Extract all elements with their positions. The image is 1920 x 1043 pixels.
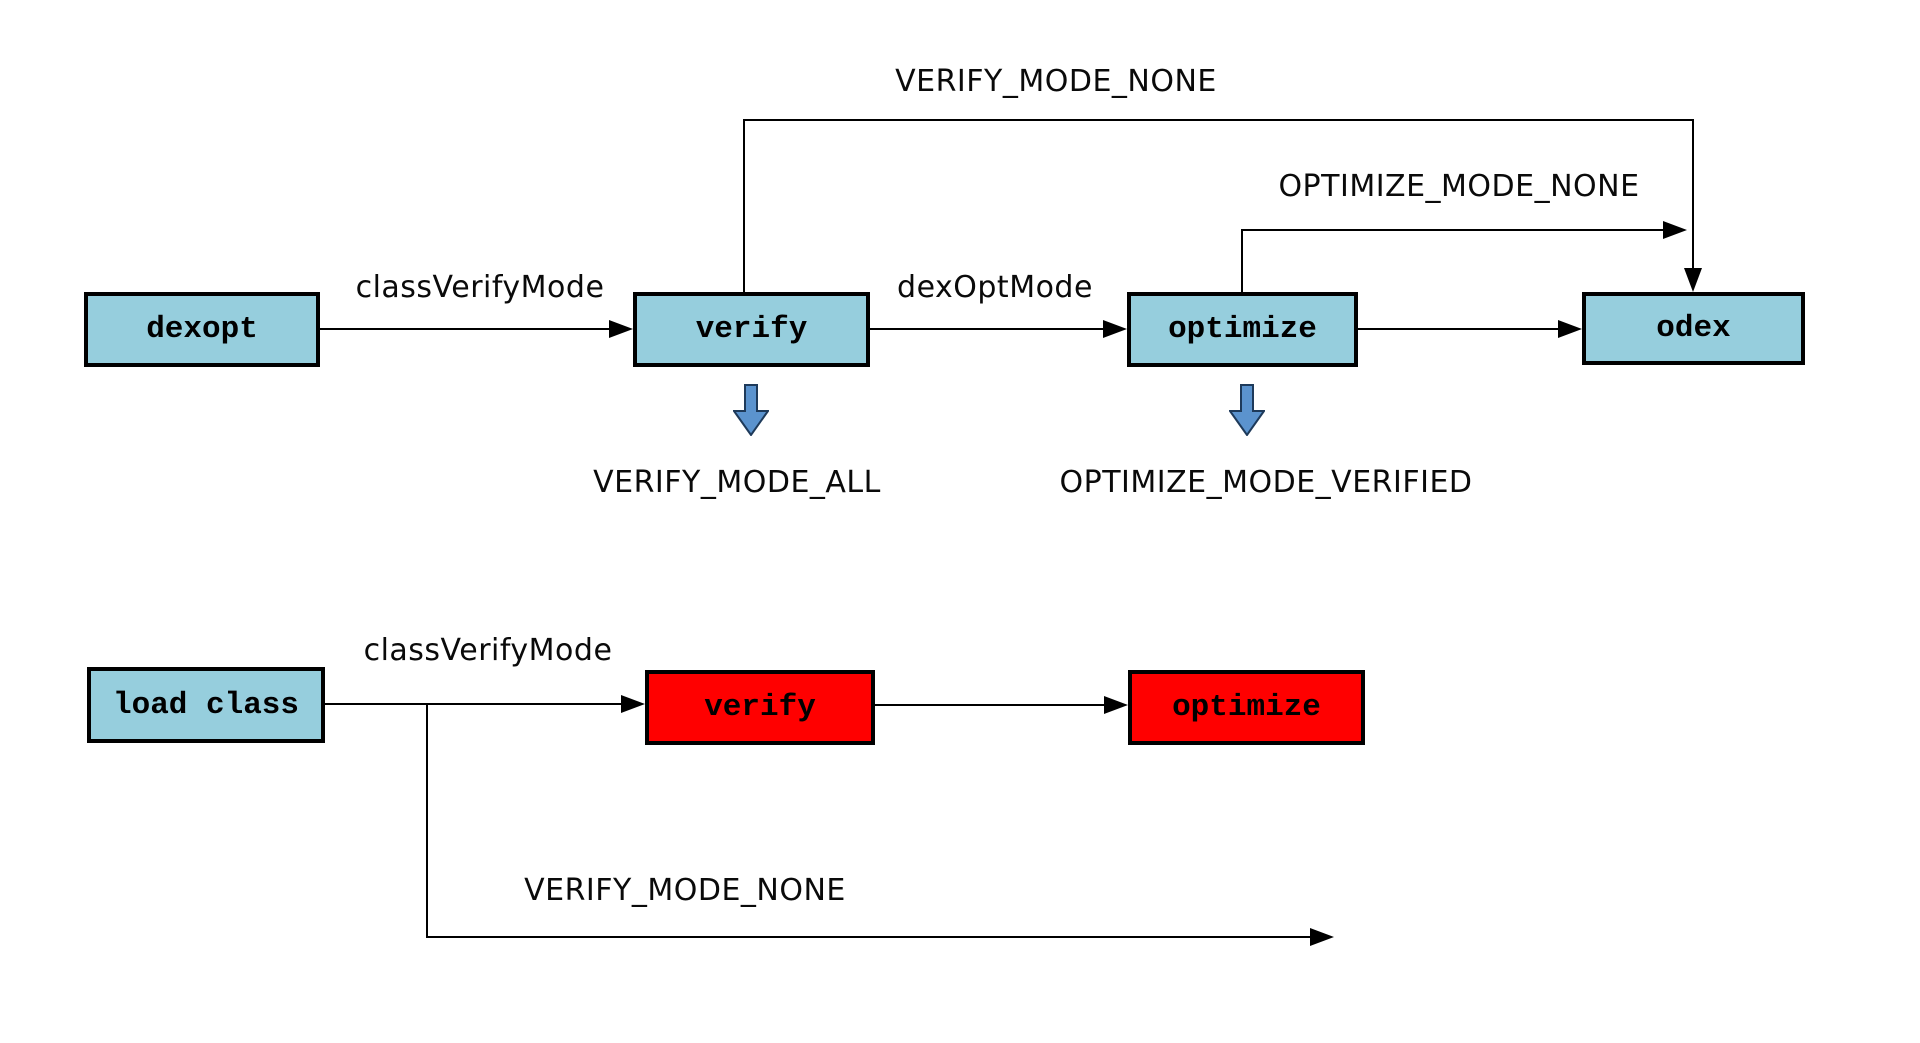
skip-branch-bottom-segment xyxy=(426,936,1310,938)
node-verify-runtime: verify xyxy=(645,670,875,745)
node-verify: verify xyxy=(633,292,870,367)
bypass-optimize-top-segment xyxy=(1241,229,1665,231)
edge-loadclass-verify xyxy=(325,703,621,705)
edge-dexopt-verify xyxy=(320,328,611,330)
label-verify-mode-none-bottom: VERIFY_MODE_NONE xyxy=(524,873,846,908)
edge-label-class-verify-mode: classVerifyMode xyxy=(355,270,605,305)
label-optimize-mode-none: OPTIMIZE_MODE_NONE xyxy=(1278,169,1640,204)
skip-branch-down-segment xyxy=(426,704,428,937)
label-optimize-mode-verified: OPTIMIZE_MODE_VERIFIED xyxy=(1059,465,1473,500)
down-arrow-icon xyxy=(1229,384,1265,436)
label-verify-mode-none-top: VERIFY_MODE_NONE xyxy=(895,64,1217,99)
bypass-verify-top-segment xyxy=(743,119,1694,121)
arrowhead-into-verify-runtime-icon xyxy=(621,695,645,713)
arrowhead-into-optimize-runtime-icon xyxy=(1104,696,1128,714)
node-dexopt: dexopt xyxy=(84,292,320,367)
node-odex: odex xyxy=(1582,292,1805,365)
label-verify-mode-all: VERIFY_MODE_ALL xyxy=(593,465,881,500)
edge-verify-optimize xyxy=(870,328,1103,330)
arrowhead-bypass-into-odex-icon xyxy=(1684,268,1702,292)
arrowhead-skip-branch-icon xyxy=(1310,928,1334,946)
arrowhead-bypass-optimize-icon xyxy=(1663,221,1687,239)
node-optimize-runtime: optimize xyxy=(1128,670,1365,745)
down-arrow-icon xyxy=(733,384,769,436)
bypass-verify-up-segment xyxy=(743,120,745,292)
bypass-optimize-up-segment xyxy=(1241,229,1243,292)
node-optimize: optimize xyxy=(1127,292,1358,367)
edge-optimize-odex xyxy=(1358,328,1558,330)
arrowhead-into-optimize-icon xyxy=(1103,320,1127,338)
edge-verify-optimize-runtime xyxy=(875,704,1104,706)
bypass-verify-down-segment xyxy=(1692,119,1694,271)
arrowhead-into-odex-icon xyxy=(1558,320,1582,338)
node-load-class: load class xyxy=(87,667,325,743)
edge-label-class-verify-mode-bottom: classVerifyMode xyxy=(363,633,613,668)
edge-label-dex-opt-mode: dexOptMode xyxy=(897,270,1093,305)
arrowhead-into-verify-icon xyxy=(609,320,633,338)
